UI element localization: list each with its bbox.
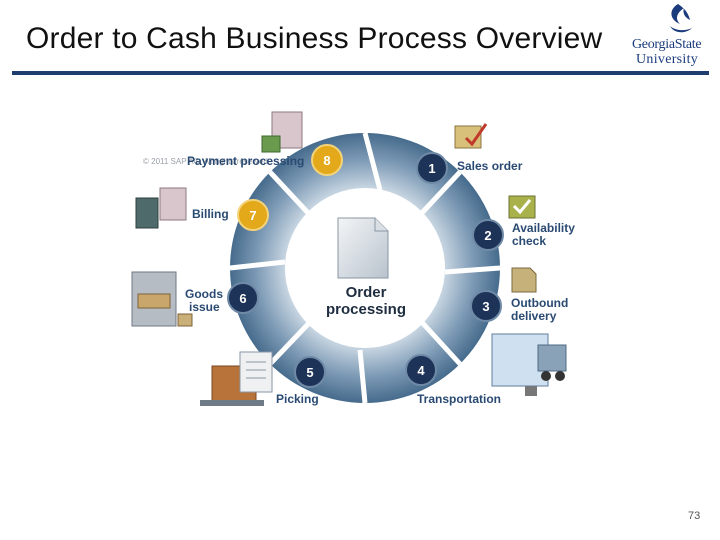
center-label: Order processing: [316, 284, 416, 318]
availability-check-icon: [508, 195, 536, 219]
slide-title: Order to Cash Business Process Overview: [26, 22, 603, 55]
university-logo: GeorgiaState University: [622, 0, 714, 70]
step-4-badge: [405, 354, 437, 386]
step-2-label-line2: check: [512, 234, 547, 248]
step-4-label: Transportation: [417, 392, 502, 406]
transportation-icon: [491, 333, 567, 396]
step-3-label-line2: delivery: [511, 309, 557, 323]
outbound-delivery-icon: [511, 267, 537, 293]
title-rule: [12, 71, 709, 75]
logo-text-university: University: [636, 52, 699, 67]
copyright-notice: © 2011 SAP AG. All rights reserved.: [143, 157, 270, 166]
step-6-number: 6: [239, 291, 246, 306]
step-2-badge: [472, 219, 504, 251]
step-2-number: 2: [484, 228, 491, 243]
goods-issue-icon: [131, 271, 193, 327]
step-7-number: 7: [249, 208, 256, 223]
step-2-label-line1: Availability: [512, 221, 575, 235]
center-label-line1: Order: [345, 284, 387, 301]
document-icon: [337, 217, 389, 279]
center-label-line2: processing: [325, 301, 407, 318]
picking-icon: [200, 351, 273, 406]
sales-order-icon: [454, 123, 488, 149]
step-6-badge: [227, 282, 259, 314]
step-5-number: 5: [306, 365, 313, 380]
step-1-label: Sales order: [457, 159, 523, 173]
flame-icon: [670, 4, 692, 33]
step-3-label-line1: Outbound: [511, 296, 569, 310]
step-3-number: 3: [482, 299, 489, 314]
step-7-label: Billing: [192, 207, 229, 221]
step-8-number: 8: [323, 153, 330, 168]
payment-processing-icon: [261, 111, 303, 153]
step-1-badge: [416, 152, 448, 184]
step-4-number: 4: [417, 363, 425, 378]
step-5-label: Picking: [276, 392, 319, 406]
step-5-badge: [294, 356, 326, 388]
step-8-label: Payment processing: [187, 154, 305, 168]
step-6-label-line1: Goods: [185, 287, 223, 301]
billing-icon: [135, 187, 187, 229]
page-number: 73: [688, 510, 701, 522]
step-6-label-line2: issue: [189, 300, 220, 314]
logo-text-georgia-state: GeorgiaState: [632, 37, 702, 52]
step-3-badge: [470, 290, 502, 322]
step-1-number: 1: [428, 161, 435, 176]
step-7-badge: [237, 199, 269, 231]
step-8-badge: [311, 144, 343, 176]
